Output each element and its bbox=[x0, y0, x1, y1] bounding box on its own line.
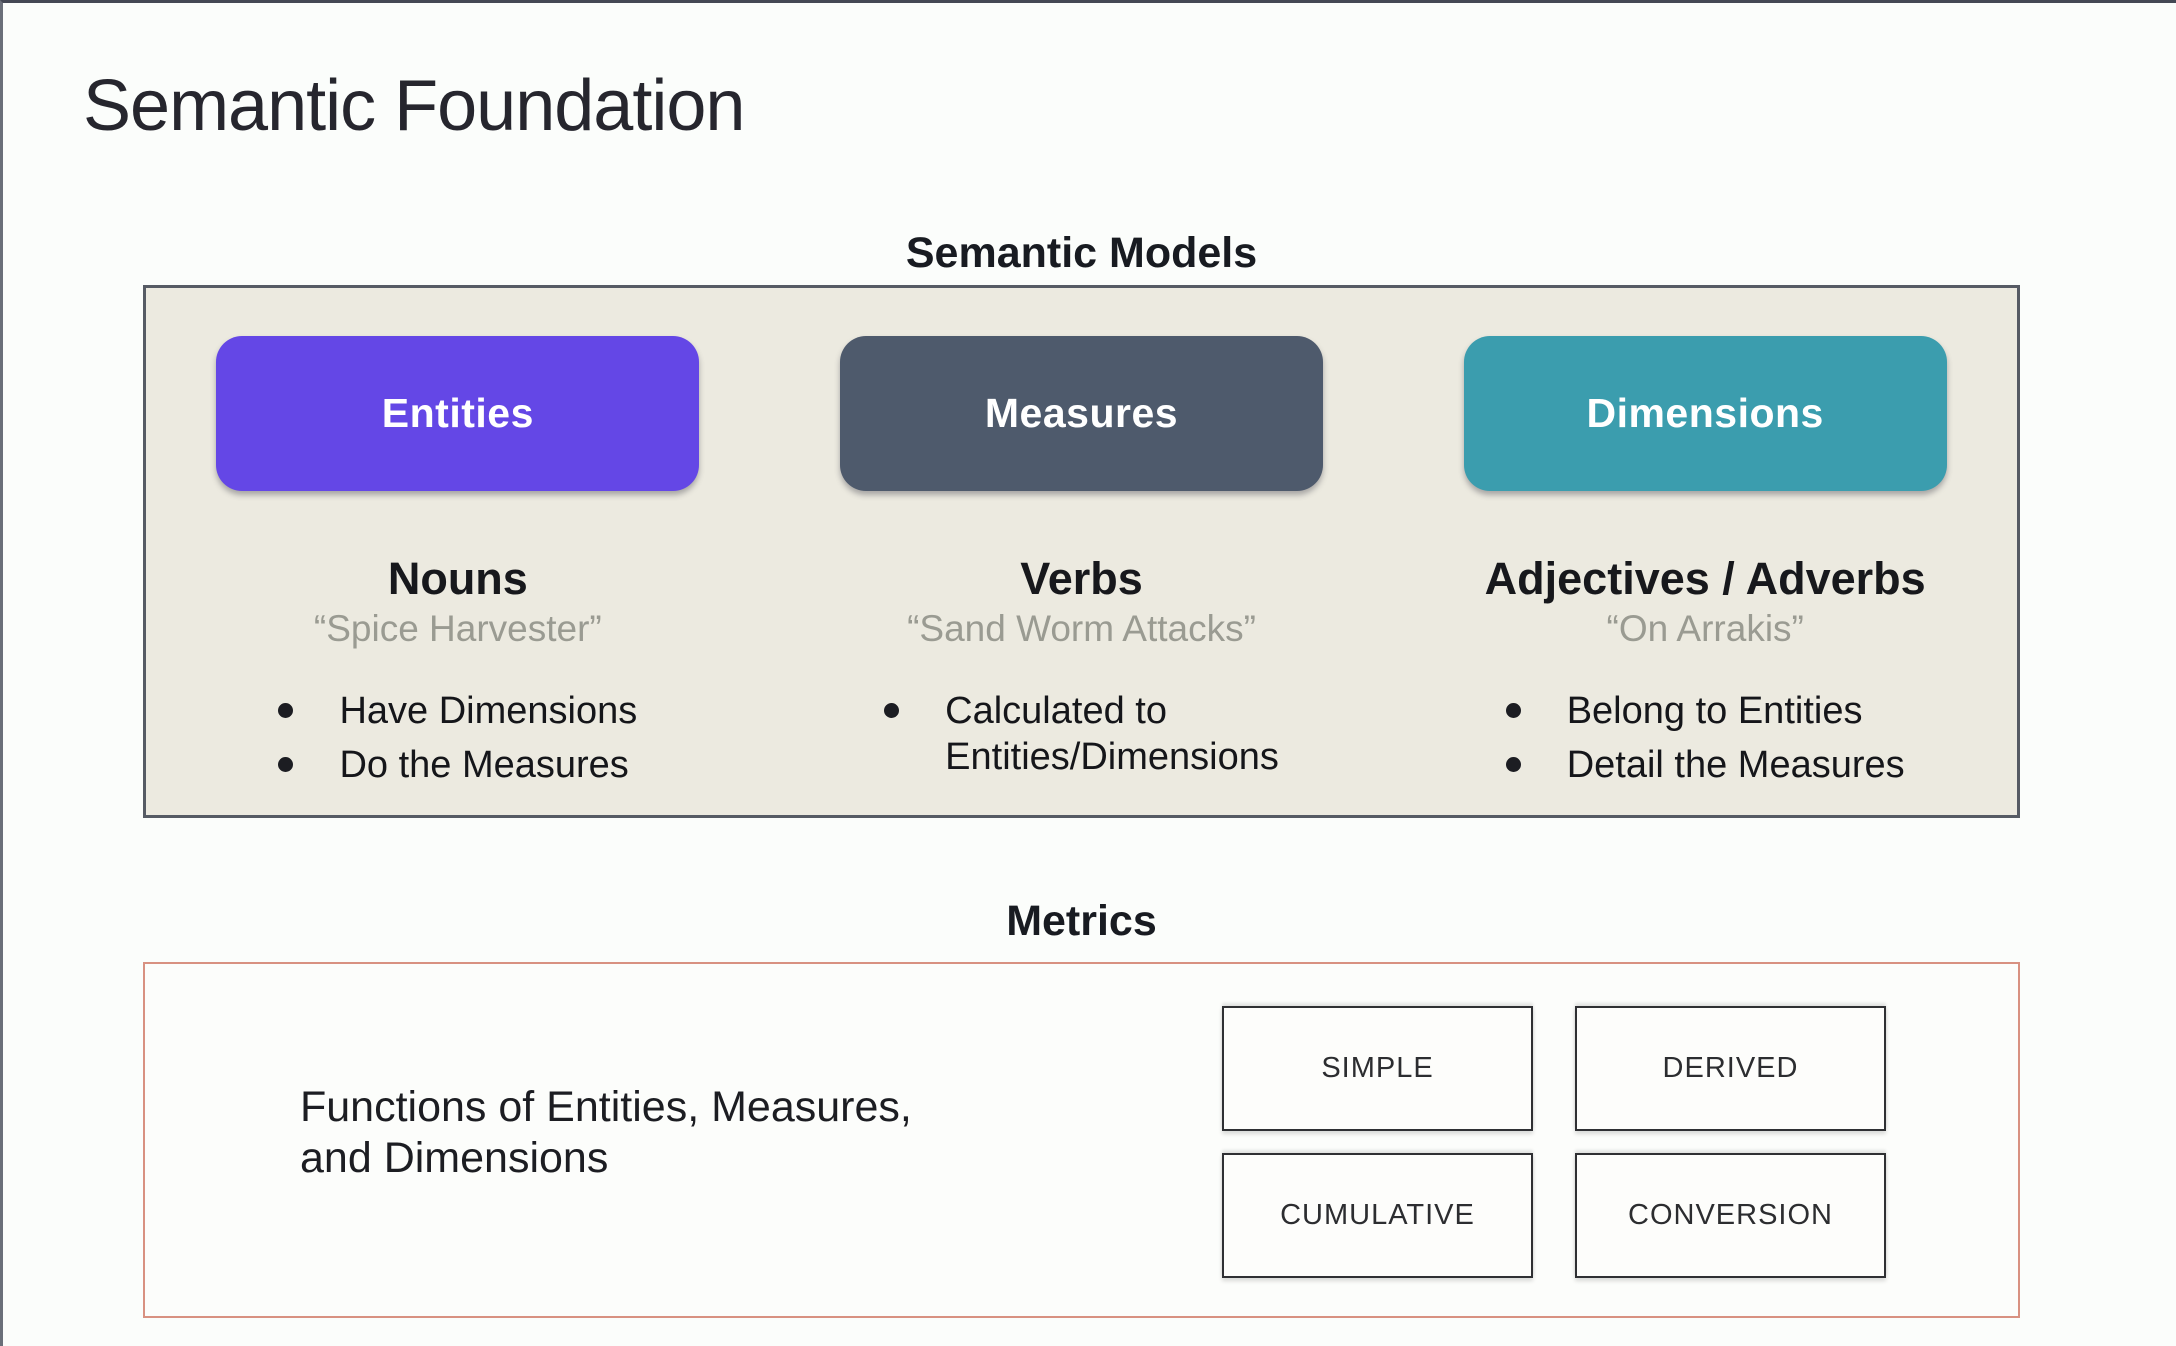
metric-type-box-derived: DERIVED bbox=[1575, 1006, 1886, 1131]
bullet-text: Belong to Entities bbox=[1566, 690, 1863, 732]
metric-type-grid: SIMPLE DERIVED CUMULATIVE CONVERSION bbox=[1222, 1006, 1886, 1278]
bullet-text: Detail the Measures bbox=[1566, 744, 1905, 786]
bullet-line: Entities/Dimensions bbox=[945, 736, 1279, 778]
model-column-measures: Measures Verbs “Sand Worm Attacks” Calcu… bbox=[770, 288, 1394, 815]
measures-example-quote: “Sand Worm Attacks” bbox=[907, 608, 1256, 649]
bullet-dot bbox=[278, 757, 294, 772]
bullet-text: Have Dimensions bbox=[339, 690, 638, 732]
metrics-panel: Functions of Entities, Measures, and Dim… bbox=[143, 962, 2020, 1318]
bullet-dot bbox=[1505, 757, 1521, 772]
metrics-description: Functions of Entities, Measures, and Dim… bbox=[300, 1082, 912, 1184]
semantic-models-panel: Entities Nouns “Spice Harvester” Have Di… bbox=[143, 285, 2020, 818]
dimensions-bullet-list: Belong to Entities Detail the Measures bbox=[1505, 688, 1905, 796]
dimensions-role-label: Adjectives / Adverbs bbox=[1484, 553, 1926, 604]
model-column-dimensions: Dimensions Adjectives / Adverbs “On Arra… bbox=[1393, 288, 2017, 815]
bullet-item: Detail the Measures bbox=[1505, 742, 1905, 788]
metrics-heading: Metrics bbox=[1006, 897, 1157, 945]
measures-role-label: Verbs bbox=[1020, 553, 1143, 604]
metric-type-box-conversion: CONVERSION bbox=[1575, 1153, 1886, 1278]
entities-role-label: Nouns bbox=[387, 553, 528, 604]
model-column-entities: Entities Nouns “Spice Harvester” Have Di… bbox=[146, 288, 770, 815]
metric-type-box-simple: SIMPLE bbox=[1222, 1006, 1533, 1131]
dimensions-example-quote: “On Arrakis” bbox=[1606, 608, 1804, 649]
page-title: Semantic Foundation bbox=[83, 66, 745, 146]
entities-bullet-list: Have Dimensions Do the Measures bbox=[278, 688, 637, 796]
semantic-models-heading: Semantic Models bbox=[905, 229, 1258, 277]
bullet-item: Belong to Entities bbox=[1505, 688, 1905, 734]
bullet-text: Calculated to Entities/Dimensions bbox=[945, 688, 1279, 780]
measures-pill: Measures bbox=[840, 336, 1323, 491]
bullet-item: Do the Measures bbox=[278, 742, 637, 788]
dimensions-pill: Dimensions bbox=[1463, 336, 1947, 491]
metrics-description-line: Functions of Entities, Measures, bbox=[300, 1083, 912, 1131]
bullet-dot bbox=[1505, 703, 1521, 718]
bullet-dot bbox=[884, 703, 900, 718]
bullet-line: Calculated to bbox=[945, 690, 1167, 732]
measures-bullet-list: Calculated to Entities/Dimensions bbox=[884, 688, 1279, 788]
entities-pill: Entities bbox=[216, 336, 700, 491]
metric-type-box-cumulative: CUMULATIVE bbox=[1222, 1153, 1533, 1278]
bullet-item: Calculated to Entities/Dimensions bbox=[884, 688, 1279, 780]
bullet-text: Do the Measures bbox=[339, 744, 629, 786]
entities-example-quote: “Spice Harvester” bbox=[313, 608, 602, 649]
metrics-description-line: and Dimensions bbox=[300, 1134, 609, 1182]
bullet-item: Have Dimensions bbox=[278, 688, 637, 734]
bullet-dot bbox=[278, 703, 294, 718]
